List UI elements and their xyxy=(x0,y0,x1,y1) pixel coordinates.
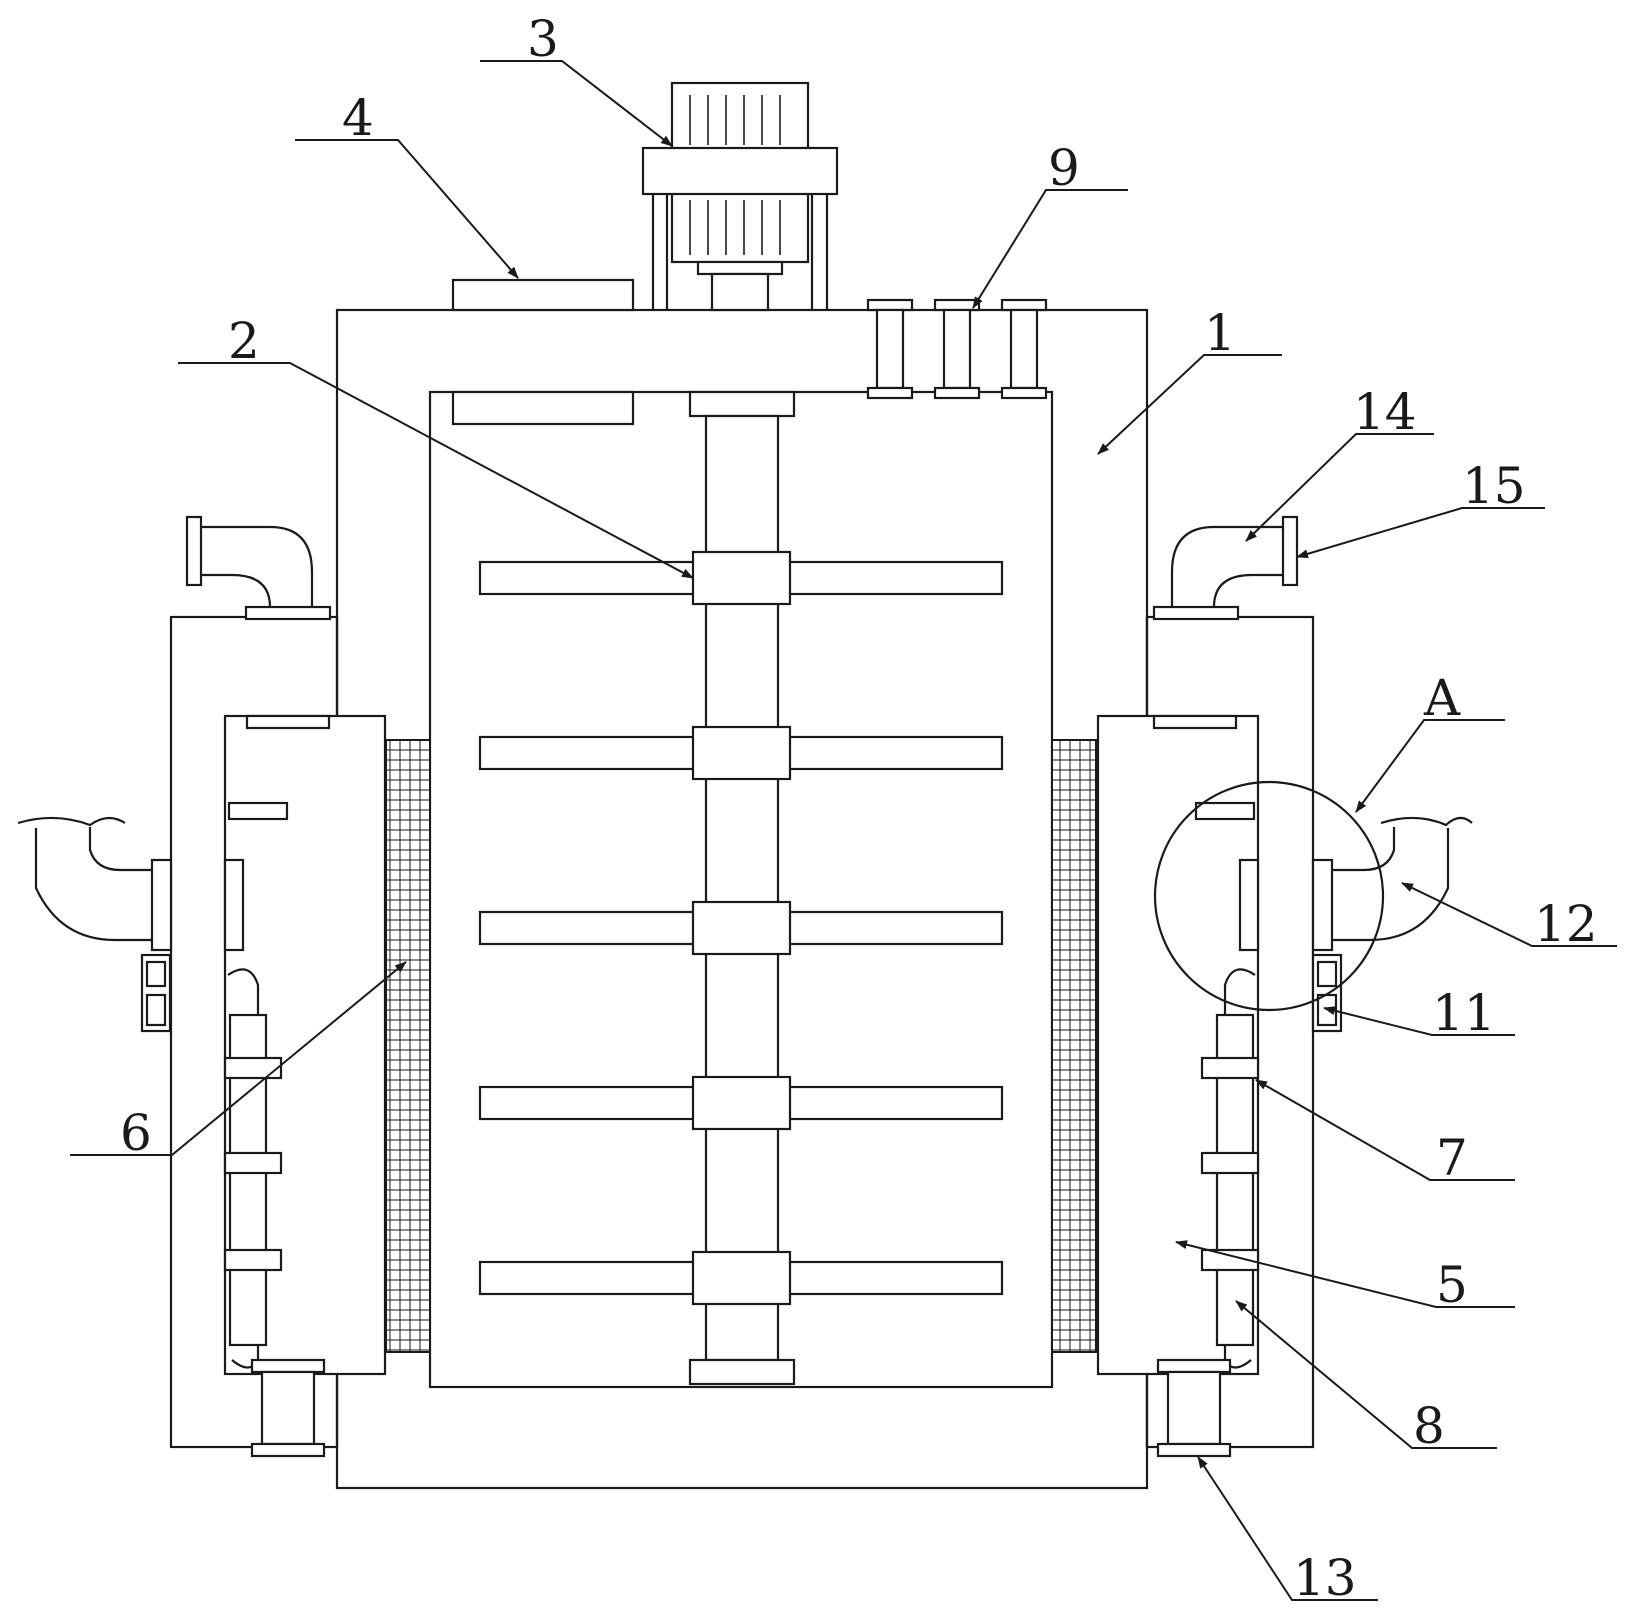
shaft-bottom-bearing xyxy=(690,1360,794,1384)
callout-12: 12 xyxy=(1534,895,1598,953)
callout-5: 5 xyxy=(1436,1256,1468,1314)
right-filter-screen xyxy=(1052,740,1096,1352)
leader-15 xyxy=(1297,508,1545,557)
left-valve xyxy=(142,955,170,1031)
callout-a: A xyxy=(1423,669,1461,727)
callout-9: 9 xyxy=(1048,139,1080,197)
callout-15: 15 xyxy=(1462,457,1526,515)
tank-inlet-block xyxy=(453,392,633,424)
callout-3: 3 xyxy=(527,10,559,68)
callout-8: 8 xyxy=(1413,1397,1445,1455)
left-filter-screen xyxy=(386,740,430,1352)
leader-3 xyxy=(480,61,672,146)
right-outlet-pipe xyxy=(1158,1360,1230,1456)
callout-7: 7 xyxy=(1436,1129,1468,1187)
leader-4 xyxy=(295,140,518,278)
left-outlet-pipe xyxy=(252,1360,324,1456)
callout-4: 4 xyxy=(342,89,374,147)
control-box xyxy=(453,280,633,310)
motor-flange xyxy=(643,148,837,194)
feed-pipes xyxy=(868,300,1046,398)
left-elbow-pipe xyxy=(187,517,330,619)
motor xyxy=(643,83,837,310)
leader-9 xyxy=(973,190,1128,308)
motor-coupling xyxy=(698,262,782,274)
shaft-top-bearing xyxy=(690,392,794,416)
left-side-pipe xyxy=(18,818,171,950)
callout-1: 1 xyxy=(1204,304,1236,362)
right-heating-chamber xyxy=(1098,716,1258,1374)
flange xyxy=(1283,517,1297,585)
motor-bottom-housing xyxy=(672,192,808,262)
motor-shaft-seat xyxy=(712,274,768,310)
callout-14: 14 xyxy=(1353,383,1417,441)
leader-a xyxy=(1356,720,1505,812)
motor-top-housing xyxy=(672,83,808,153)
callout-13: 13 xyxy=(1293,1549,1357,1607)
right-elbow-pipe xyxy=(1154,517,1297,619)
callout-6: 6 xyxy=(120,1104,152,1162)
right-side-pipe xyxy=(1313,818,1472,950)
callout-2: 2 xyxy=(228,312,260,370)
callout-11: 11 xyxy=(1432,984,1496,1042)
